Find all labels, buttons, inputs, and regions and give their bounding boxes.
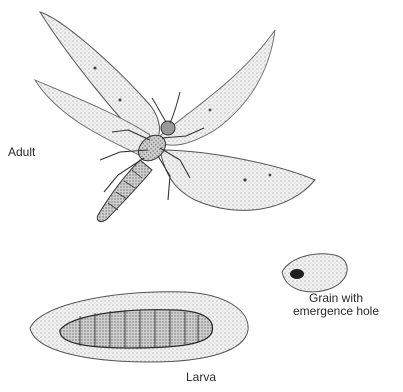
grain-label-line2: emergence hole bbox=[266, 305, 403, 318]
larva-label: Larva bbox=[186, 371, 216, 384]
grain-label: Grain with emergence hole bbox=[266, 292, 403, 317]
grain-label-line1: Grain with bbox=[266, 292, 403, 305]
moth-head bbox=[161, 121, 175, 135]
larva-illustration bbox=[30, 292, 248, 362]
emergence-hole bbox=[290, 269, 304, 279]
right-hindwing bbox=[160, 150, 315, 210]
adult-label: Adult bbox=[8, 146, 35, 159]
moth-antenna bbox=[170, 92, 180, 123]
grain-illustration bbox=[282, 254, 347, 292]
adult-moth bbox=[35, 12, 315, 222]
